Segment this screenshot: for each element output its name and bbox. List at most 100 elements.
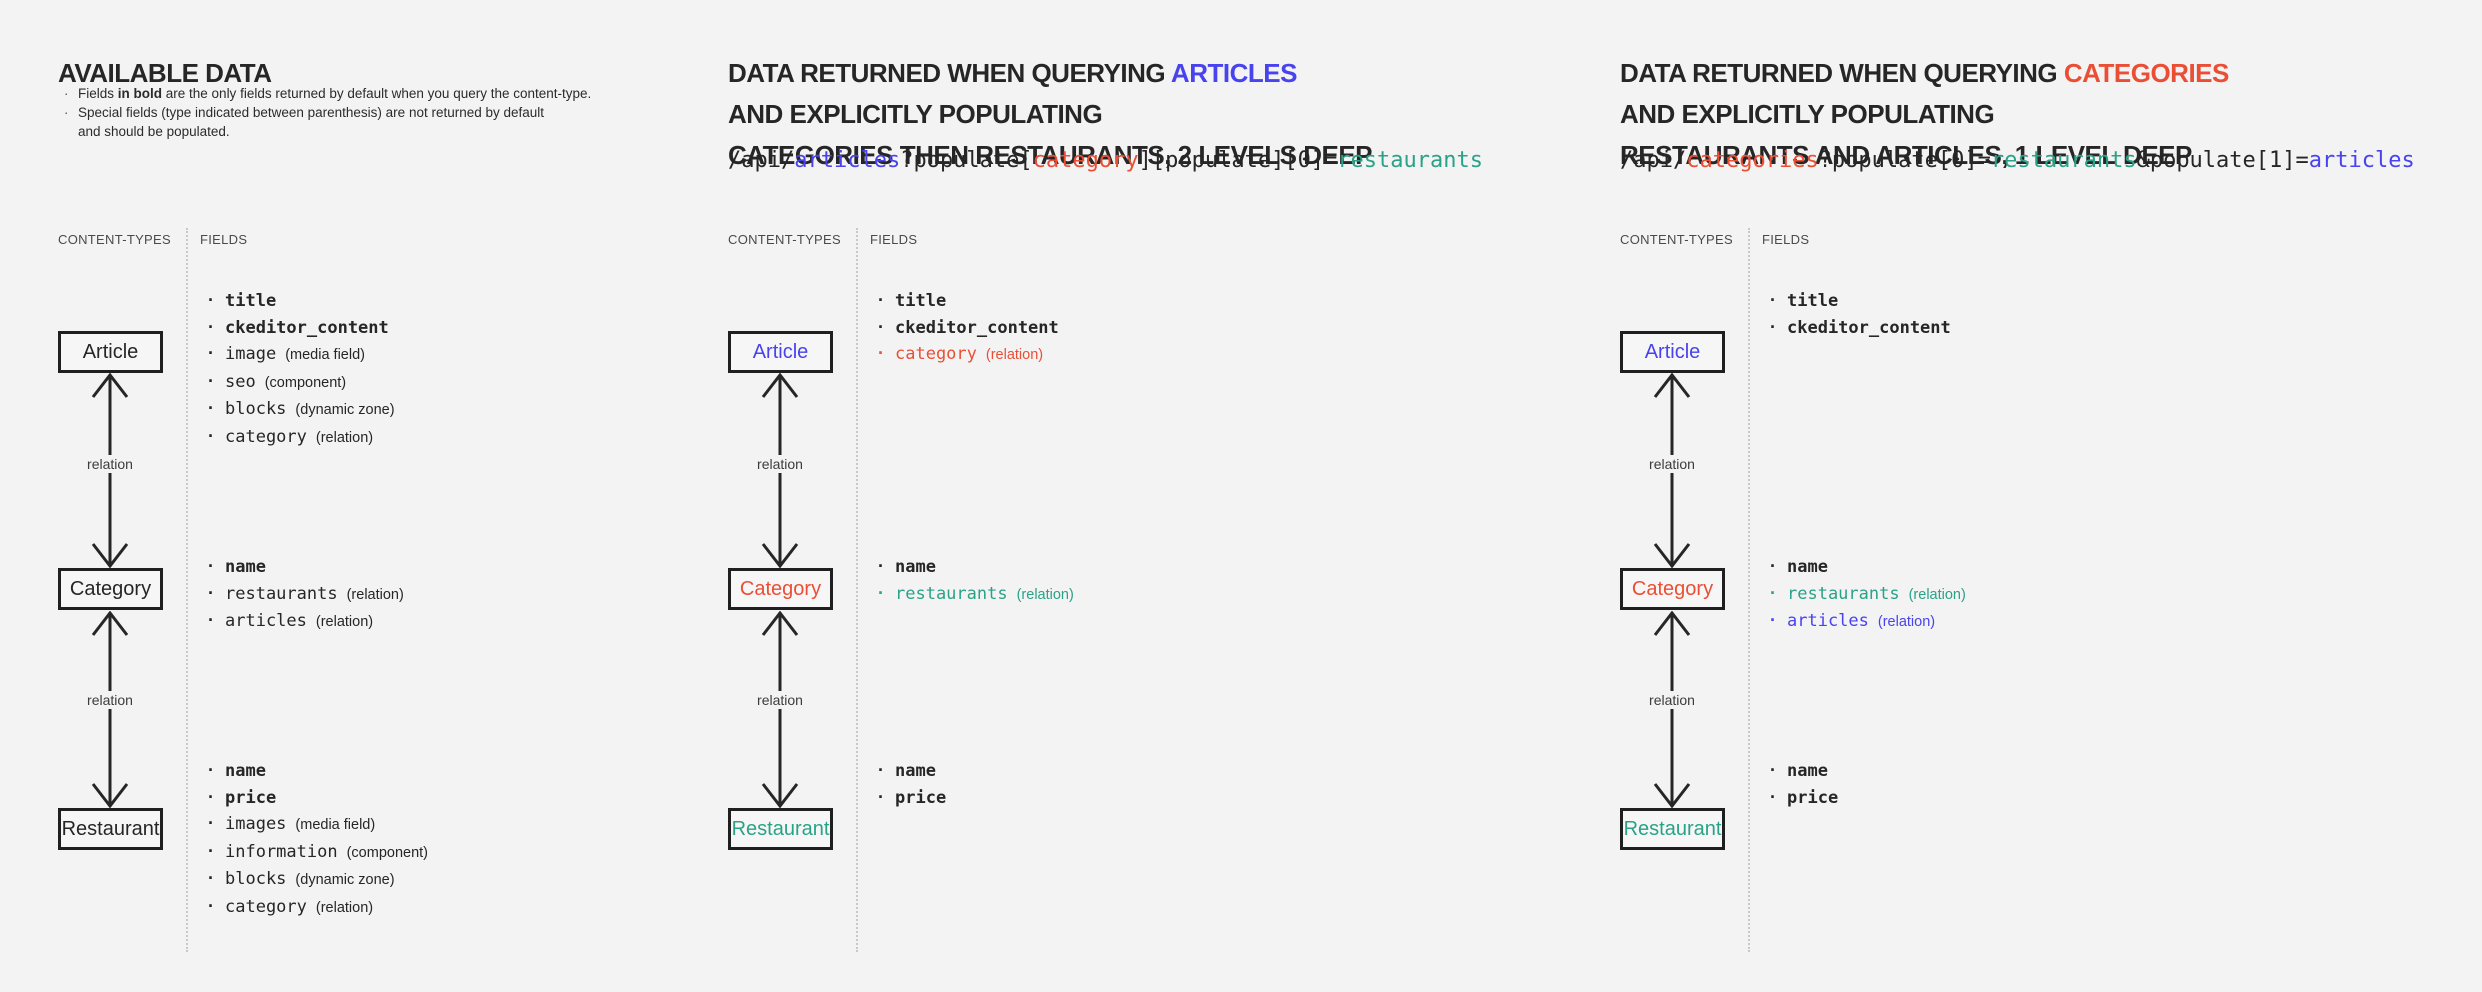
note-text: Special fields (type indicated between p… <box>78 105 545 139</box>
title-line: CATEGORIES THEN RESTAURANTS, 2 LEVELS DE… <box>728 140 1373 171</box>
text-segment: ARTICLES <box>1170 58 1298 89</box>
field-item: ·restaurants(relation) <box>1770 581 1966 609</box>
relation-arrow <box>761 611 799 808</box>
relation-label: relation <box>30 455 190 473</box>
field-item: ·information(component) <box>208 839 428 867</box>
relation-label: relation <box>1592 691 1752 709</box>
relation-label-text: relation <box>81 691 139 709</box>
bullet-icon: · <box>64 86 69 101</box>
field-bullet-icon: · <box>1770 316 1776 337</box>
relation-label-text: relation <box>1643 455 1701 473</box>
entity-box-label: Category <box>1631 577 1714 600</box>
field-bullet-icon: · <box>1770 610 1776 630</box>
column-label-content-types: CONTENT-TYPES <box>1620 232 1733 247</box>
field-bullet-icon: · <box>208 425 214 446</box>
field-bullet-icon: · <box>208 290 214 310</box>
field-item: ·title <box>1770 288 1951 315</box>
field-bullet-icon: · <box>878 582 884 603</box>
field-bullet-icon: · <box>1770 290 1776 310</box>
field-item: ·blocks(dynamic zone) <box>208 396 395 424</box>
notes-list: · Fields in bold are the only fields ret… <box>64 84 591 141</box>
note-text: Fields in bold are the only fields retur… <box>78 86 592 101</box>
text-segment: CATEGORIES <box>2063 58 2229 89</box>
field-name: name <box>895 557 936 577</box>
field-item: ·articles(relation) <box>208 608 404 636</box>
field-name: category <box>225 896 307 917</box>
column-label-fields: FIELDS <box>1762 232 1810 247</box>
field-name: name <box>225 761 266 781</box>
relation-label: relation <box>30 691 190 709</box>
field-item: ·category(relation) <box>208 894 428 922</box>
field-item: ·ckeditor_content <box>1770 315 1951 342</box>
field-item: ·name <box>208 758 428 785</box>
relation-arrow <box>1653 611 1691 808</box>
field-type: (dynamic zone) <box>295 402 395 418</box>
field-item: · name <box>208 554 404 581</box>
field-type: (relation) <box>1877 614 1936 630</box>
text-segment: /api/ <box>1620 148 1687 173</box>
entity-box-restaurant: Restaurant <box>728 808 833 850</box>
panel-title: DATA RETURNED WHEN QUERYING ARTICLES AND… <box>728 53 1373 176</box>
field-name: name <box>895 761 936 781</box>
field-item: ·restaurants(relation) <box>208 581 404 609</box>
text-segment: categories <box>1686 148 1819 173</box>
field-bullet-icon: · <box>1770 582 1776 603</box>
panel-available-data: AVAILABLE DATA · Fields in bold are the … <box>58 0 758 992</box>
column-separator-line <box>186 228 188 952</box>
panel-title: DATA RETURNED WHEN QUERYING CATEGORIES A… <box>1620 53 2229 176</box>
field-bullet-icon: · <box>878 760 884 780</box>
field-type: (media field) <box>295 817 376 833</box>
field-item: · category (relation) <box>208 424 395 452</box>
field-bullet-icon: · <box>208 610 214 630</box>
field-bullet-icon: · <box>208 398 214 418</box>
field-name: category <box>225 426 307 447</box>
field-item: ·ckeditor_content <box>208 315 395 342</box>
field-name: information <box>225 841 338 862</box>
note-item: · Fields in bold are the only fields ret… <box>64 84 591 103</box>
field-bullet-icon: · <box>878 556 884 576</box>
field-item: ·blocks(dynamic zone) <box>208 866 428 894</box>
relation-label: relation <box>1592 455 1752 473</box>
field-bullet-icon: · <box>1770 786 1776 807</box>
field-name: restaurants <box>225 583 338 604</box>
relation-label-text: relation <box>1643 691 1701 709</box>
entity-box-article: Article <box>1620 331 1725 373</box>
text-segment: restaurants <box>1990 148 2137 173</box>
field-item: ·restaurants(relation) <box>878 581 1074 609</box>
relation-label-text: relation <box>751 455 809 473</box>
field-name: name <box>225 557 266 577</box>
entity-box-restaurant: Restaurant <box>1620 808 1725 850</box>
field-item: · name <box>878 758 946 785</box>
note-item: · Special fields (type indicated between… <box>64 103 591 141</box>
field-type: (relation) <box>315 429 374 446</box>
text-segment: articles <box>2308 148 2415 173</box>
text-segment: category <box>1032 148 1139 173</box>
entity-box-category: Category <box>1620 568 1725 610</box>
field-item: ·price <box>878 785 946 812</box>
field-type: (relation) <box>985 347 1044 363</box>
relation-label-text: relation <box>81 455 139 473</box>
field-type: (relation) <box>315 899 374 916</box>
text-segment: &populate[1]= <box>2136 148 2309 173</box>
field-item: ·name <box>1770 554 1966 581</box>
field-bullet-icon: · <box>878 343 884 363</box>
column-separator-line <box>856 228 858 952</box>
text-segment: ][populate][0]= <box>1138 148 1338 173</box>
field-item: ·title <box>878 288 1059 315</box>
title-line: AND EXPLICITLY POPULATING <box>728 99 1103 130</box>
text-segment: restaurants <box>1337 148 1484 173</box>
field-bullet-icon: · <box>208 343 214 363</box>
field-name: images <box>225 814 287 834</box>
field-name: restaurants <box>895 583 1008 604</box>
entity-box-restaurant: Restaurant <box>58 808 163 850</box>
field-bullet-icon: · <box>208 786 214 807</box>
field-bullet-icon: · <box>878 290 884 310</box>
text-segment: ?populate[ <box>900 148 1033 173</box>
title-line: DATA RETURNED WHEN QUERYING ARTICLES <box>728 53 1372 94</box>
field-name: seo <box>225 371 256 392</box>
field-type: (relation) <box>1908 586 1966 603</box>
entity-box-label: Restaurant <box>1623 817 1722 840</box>
field-name: blocks <box>225 869 287 889</box>
field-bullet-icon: · <box>208 556 214 576</box>
field-item: ·image(media field) <box>208 341 395 369</box>
